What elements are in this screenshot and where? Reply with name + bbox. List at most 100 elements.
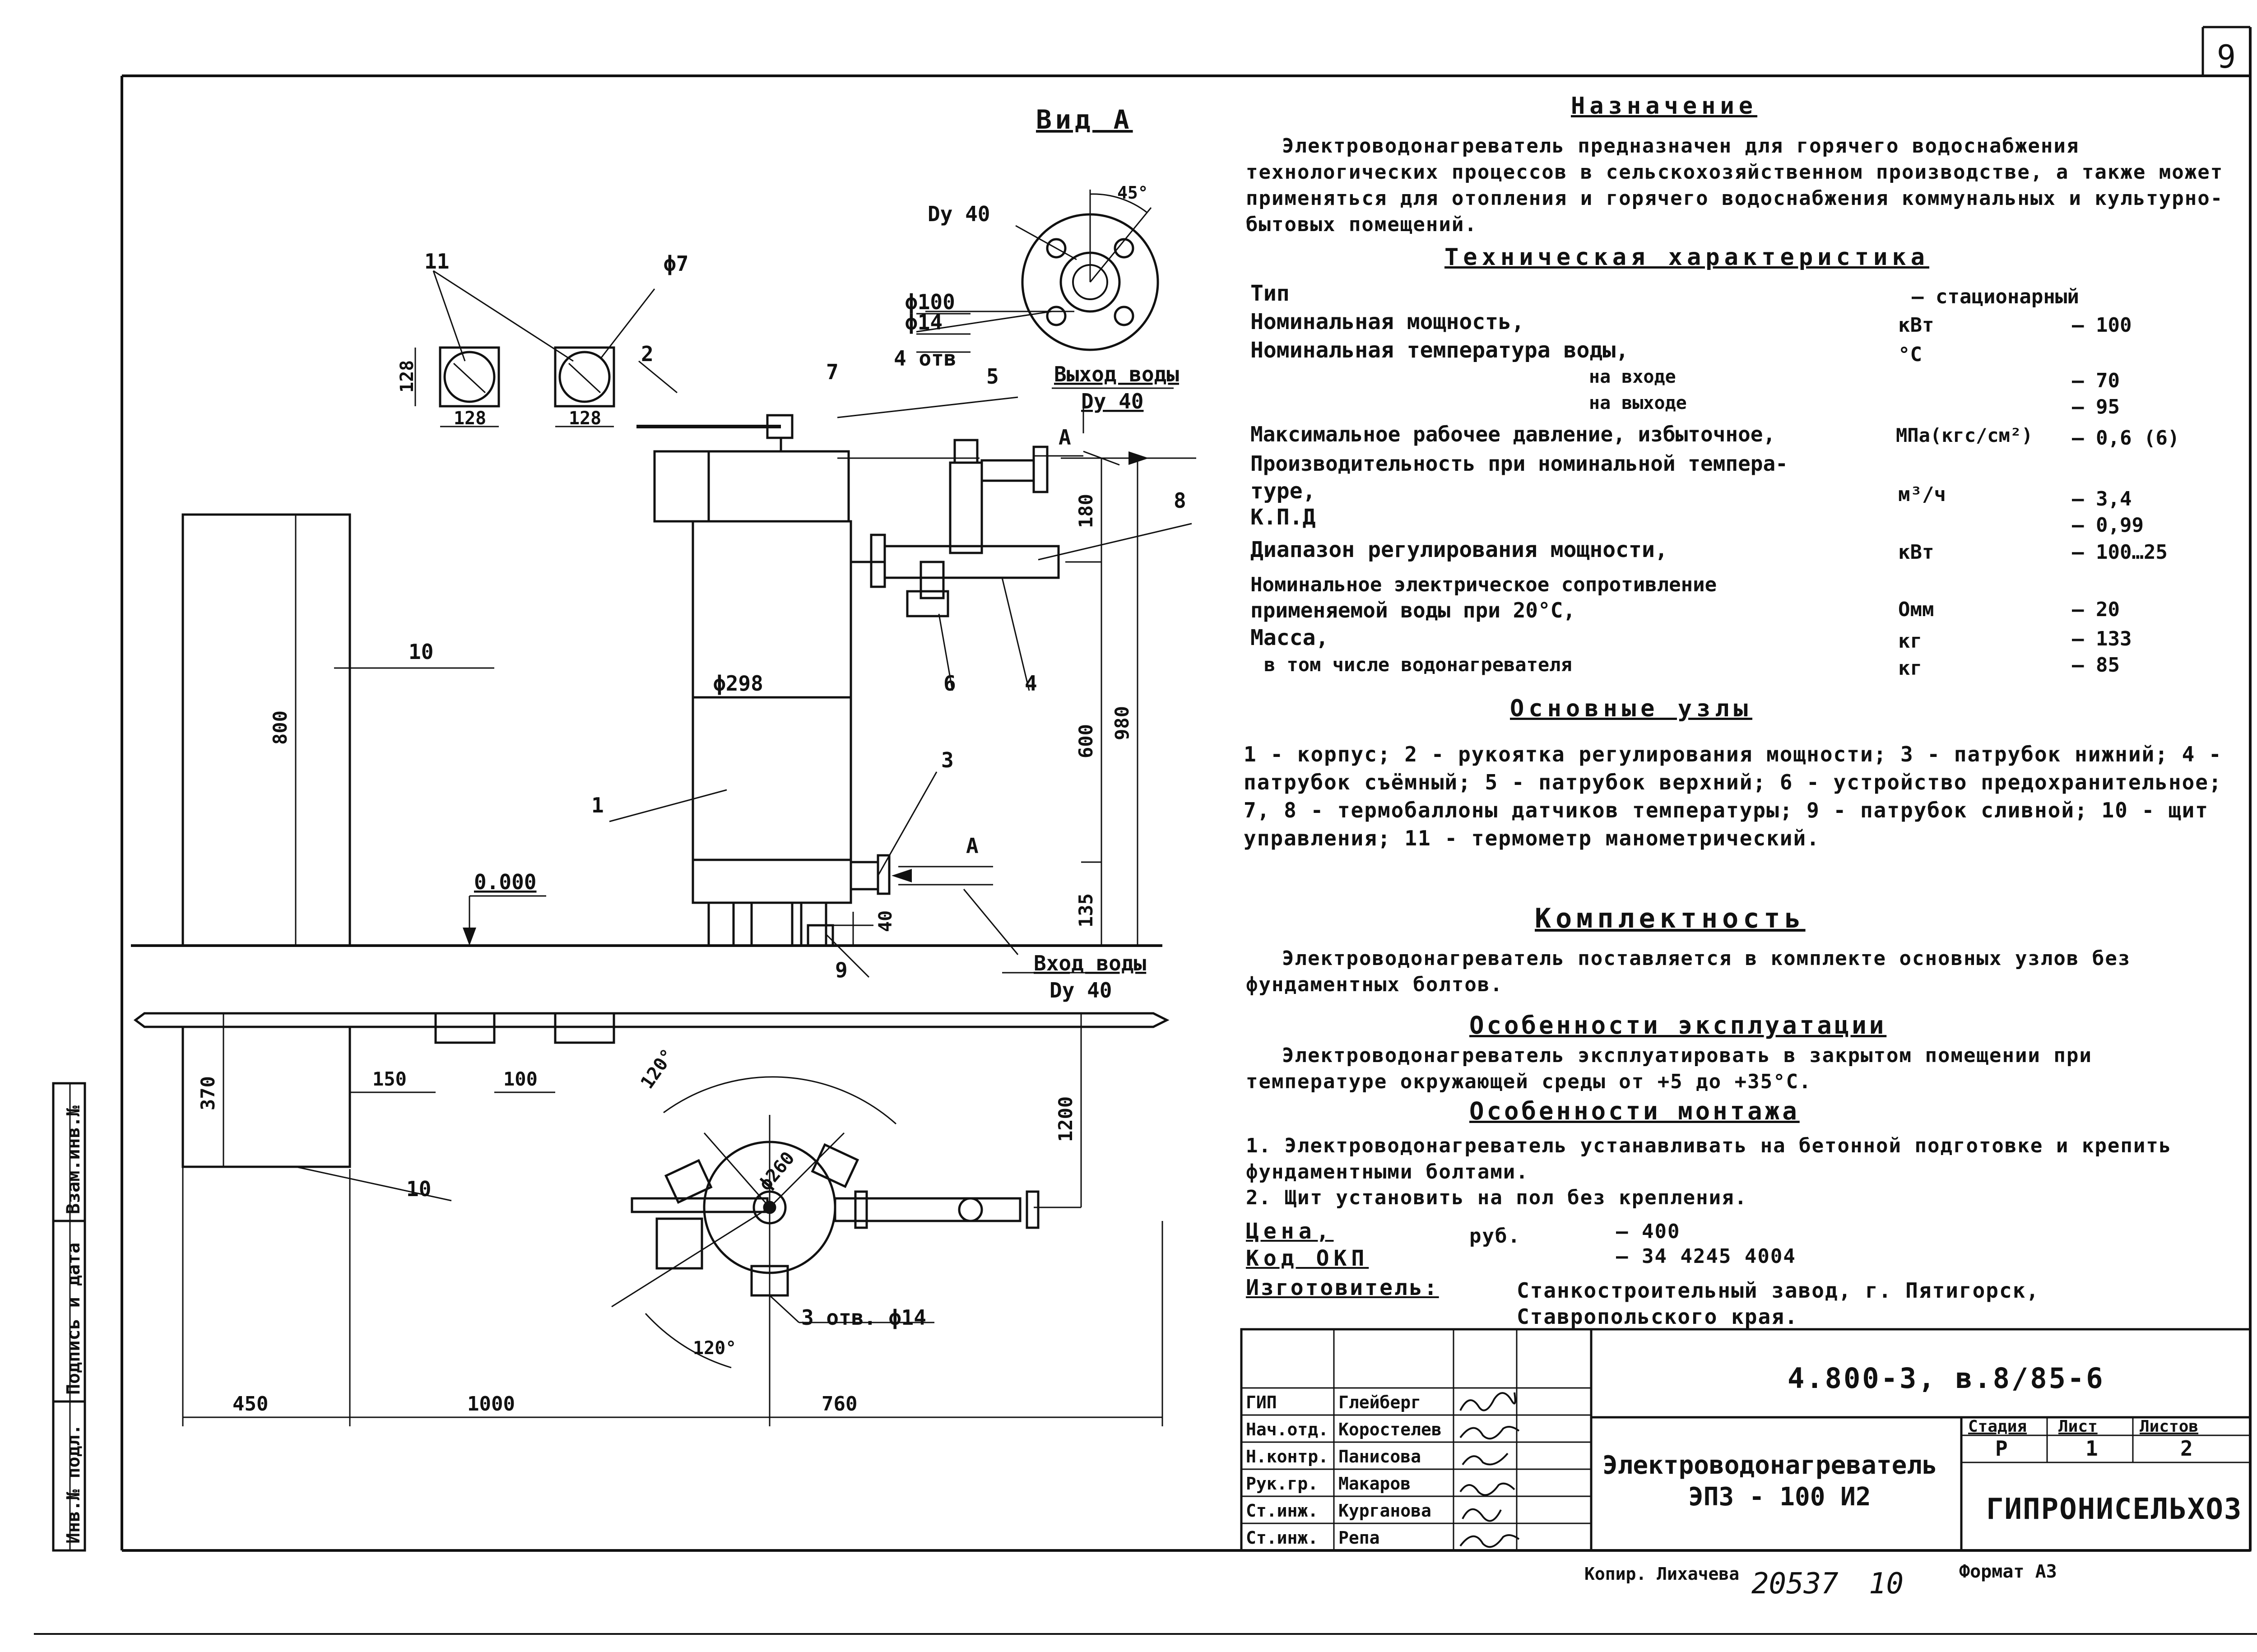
arrows	[463, 451, 1149, 946]
spec-name: Масса,	[1250, 625, 1329, 650]
sheets-value: 2	[2180, 1436, 2193, 1461]
copy-no: 10	[1869, 1567, 1904, 1601]
label-d100: ϕ100	[905, 290, 955, 314]
label-dia260: ϕ260	[755, 1148, 799, 1194]
org-name: ГИПРОНИСЕЛЬХОЗ	[1986, 1493, 2242, 1526]
spec-name: Тип	[1250, 281, 1290, 306]
label-dim128b: 128	[454, 408, 486, 429]
name-2: Панисова	[1338, 1447, 1421, 1466]
spec-unit: Омм	[1898, 598, 1934, 621]
spec-unit: кВт	[1898, 314, 1934, 337]
mounting-item-1: 1. Электроводонагреватель устанавливать …	[1246, 1134, 2172, 1183]
purpose-title: Назначение	[1571, 93, 1758, 120]
side-inv-podl: Инв.№ подл.	[63, 1424, 84, 1544]
label-item7: 7	[826, 360, 839, 384]
sheet-value: 1	[2085, 1436, 2098, 1461]
currency-label: руб.	[1469, 1225, 1521, 1248]
signatures	[1459, 1392, 1520, 1548]
label-item2: 2	[641, 342, 654, 366]
role-2: Н.контр.	[1246, 1447, 1328, 1466]
name-0: Глейберг	[1338, 1392, 1421, 1412]
nodes-title: Основные узлы	[1510, 695, 1752, 722]
operation-text: Электроводонагреватель эксплуатировать в…	[1246, 1044, 2092, 1093]
spec-name: на входе	[1589, 367, 1676, 387]
maker-label: Изготовитель:	[1246, 1275, 1439, 1300]
copy-number: 20537	[1751, 1567, 1839, 1601]
format-label: Формат А3	[1959, 1561, 2057, 1582]
sheet-number: 9	[2217, 38, 2236, 75]
label-water-out-dn: Dу 40	[1081, 389, 1143, 413]
side-podpis: Подпись и дата	[63, 1243, 84, 1395]
spec-name: Номинальная мощность,	[1250, 309, 1524, 334]
spec-name: применяемой воды при 20°С,	[1250, 598, 1576, 622]
label-d14: ϕ14	[905, 310, 943, 334]
title-block-text: 4.800-3, в.8/85-6 Электроводонагреватель…	[1246, 1362, 2242, 1601]
price-label: Цена,	[1246, 1219, 1334, 1244]
purpose-text: Электроводонагреватель предназначен для …	[1246, 135, 2224, 236]
label-dim760: 760	[822, 1392, 857, 1415]
label-dim128c: 128	[569, 408, 601, 429]
spec-value: – 0,6 (6)	[2072, 427, 2180, 450]
label-water-in: Вход воды	[1034, 951, 1146, 975]
label-item4: 4	[1025, 671, 1037, 696]
nodes-text: 1 - корпус; 2 - рукоятка регулирования м…	[1244, 742, 2222, 850]
copied-by: Копир. Лихачева	[1584, 1564, 1739, 1584]
name-5: Репа	[1338, 1528, 1380, 1548]
spec-unit: МПа(кгс/см²)	[1896, 424, 2033, 446]
label-arrow-a-top: А	[1059, 425, 1071, 450]
role-5: Ст.инж.	[1246, 1528, 1318, 1548]
spec-value: – 85	[2072, 654, 2120, 677]
spec-value: – стационарный	[1912, 285, 2079, 308]
spec-row: Тип	[1250, 281, 1290, 306]
label-dim128a: 128	[397, 360, 418, 393]
name-3: Макаров	[1338, 1474, 1411, 1494]
label-angle120b: 120°	[693, 1338, 736, 1359]
heater-body	[636, 360, 1060, 947]
label-dim135: 135	[1075, 893, 1097, 928]
label-water-in-dn: Dу 40	[1050, 978, 1112, 1002]
side-vzam: Взам.инв.№	[63, 1105, 84, 1214]
label-dim40: 40	[875, 910, 896, 932]
stage-value: Р	[1995, 1436, 2008, 1461]
label-4holes: 4 отв	[894, 346, 956, 371]
spec-unit: кг	[1898, 630, 1922, 653]
label-item3: 3	[941, 748, 954, 772]
spec-value: – 3,4	[2072, 487, 2132, 510]
spec-name: Номинальная температура воды,	[1250, 338, 1629, 363]
label-item9: 9	[835, 958, 848, 982]
spec-name: Максимальное рабочее давление, избыточно…	[1250, 422, 1776, 446]
label-item5: 5	[986, 364, 999, 389]
spec-name: Производительность при номинальной темпе…	[1250, 451, 1788, 476]
label-dia298: ϕ298	[713, 671, 763, 696]
label-dim150: 150	[372, 1068, 407, 1090]
label-arrow-a-bottom: А	[966, 834, 979, 858]
label-dim370: 370	[197, 1076, 219, 1110]
code-value: – 34 4245 4004	[1616, 1245, 1796, 1268]
role-0: ГИП	[1246, 1392, 1277, 1412]
code-label: Код ОКП	[1246, 1246, 1369, 1271]
kit-title: Комплектность	[1535, 903, 1806, 934]
label-dim450: 450	[232, 1392, 268, 1415]
sheet-header: Лист	[2058, 1417, 2098, 1436]
name-4: Курганова	[1338, 1501, 1431, 1521]
name-1: Коростелев	[1338, 1420, 1442, 1439]
heater-dimension-lines	[469, 387, 1196, 978]
label-angle45: 45°	[1117, 183, 1148, 203]
spec-unit: м³/ч	[1898, 483, 1946, 506]
spec-unit: кг	[1898, 657, 1922, 680]
role-1: Нач.отд.	[1246, 1420, 1328, 1439]
drawing-area	[131, 190, 1196, 1426]
label-item6: 6	[943, 671, 956, 696]
spec-value: – 100	[2072, 314, 2132, 337]
role-4: Ст.инж.	[1246, 1501, 1318, 1521]
spec-name: К.П.Д	[1250, 505, 1316, 530]
label-item11: 11	[424, 249, 449, 274]
label-dim980: 980	[1111, 706, 1133, 740]
specs-title: Техническая характеристика	[1444, 244, 1929, 271]
label-level: 0.000	[474, 870, 536, 894]
label-item10-bottom: 10	[406, 1177, 431, 1201]
label-dim1000: 1000	[467, 1392, 515, 1415]
spec-value: – 95	[2072, 395, 2120, 418]
maker-line-1: Станкостроительный завод, г. Пятигорск,	[1517, 1278, 2040, 1303]
